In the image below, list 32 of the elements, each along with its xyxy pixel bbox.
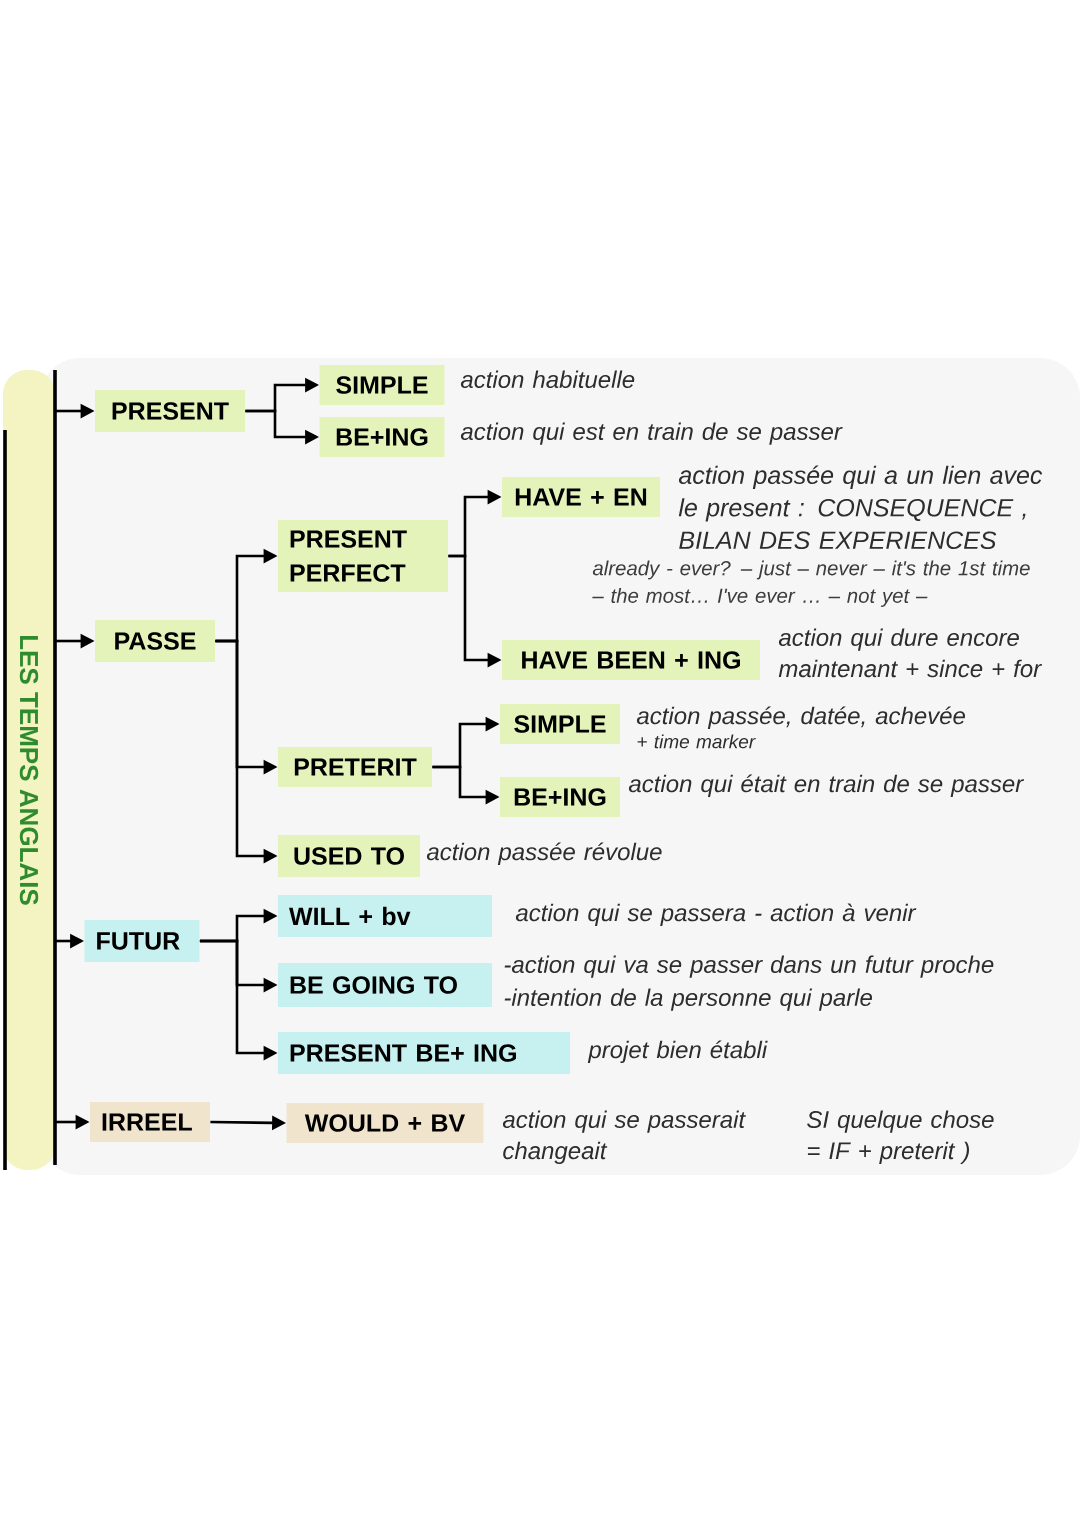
tense-box: PASSE bbox=[95, 620, 215, 662]
tense-box: HAVE + EN bbox=[502, 477, 660, 517]
tense-box: HAVE BEEN + ING bbox=[502, 640, 760, 680]
tense-box: USED TO bbox=[278, 835, 420, 877]
tense-box: PRESENT PERFECT bbox=[278, 520, 448, 592]
tense-box: WOULD + BV bbox=[286, 1103, 484, 1143]
tense-box: PRESENT BE+ ING bbox=[278, 1032, 570, 1074]
description-text: action qui se passera - action à venir bbox=[515, 903, 917, 927]
tense-box: FUTUR bbox=[84, 920, 200, 962]
description-text: SI quelque chose = IF + preterit ) bbox=[807, 1110, 994, 1164]
description-text: -action qui va se passer dans un futur proche bbox=[504, 955, 994, 978]
description-text: action qui est en train de se passer bbox=[460, 422, 843, 445]
description-text: action habituelle bbox=[460, 370, 635, 388]
description-text: action passée, datée, achevée bbox=[636, 706, 965, 730]
tense-box: SIMPLE bbox=[319, 365, 445, 405]
tense-box: IRREEL bbox=[90, 1102, 210, 1142]
description-text: action qui était en train de se passer bbox=[628, 774, 1025, 798]
tense-box: SIMPLE bbox=[500, 704, 620, 744]
description-text: action qui dure encore maintenant + since + for bbox=[778, 628, 1042, 678]
note-text: already - ever? – just – never – it's the 1st time – the most… I've ever … – not yet – bbox=[592, 560, 1030, 607]
tense-box: BE+ING bbox=[319, 417, 445, 457]
description-text: -intention de la personne qui parle bbox=[504, 988, 872, 1011]
tense-box: PRETERIT bbox=[278, 747, 432, 787]
tense-box: PRESENT bbox=[95, 390, 245, 432]
tense-box: BE+ING bbox=[500, 777, 620, 817]
description-text: action passée qui a un lien avec le present : CONSEQUENCE , BILAN DES EXPERIENCES bbox=[678, 465, 1043, 550]
description-text: + time marker bbox=[637, 734, 756, 749]
description-text: projet bien établi bbox=[587, 1040, 768, 1064]
tense-box: WILL + bv bbox=[278, 895, 492, 937]
description-text: action passée révolue bbox=[426, 842, 662, 866]
tense-box: BE GOING TO bbox=[278, 963, 492, 1007]
description-text: action qui se passerait changeait bbox=[502, 1110, 746, 1164]
